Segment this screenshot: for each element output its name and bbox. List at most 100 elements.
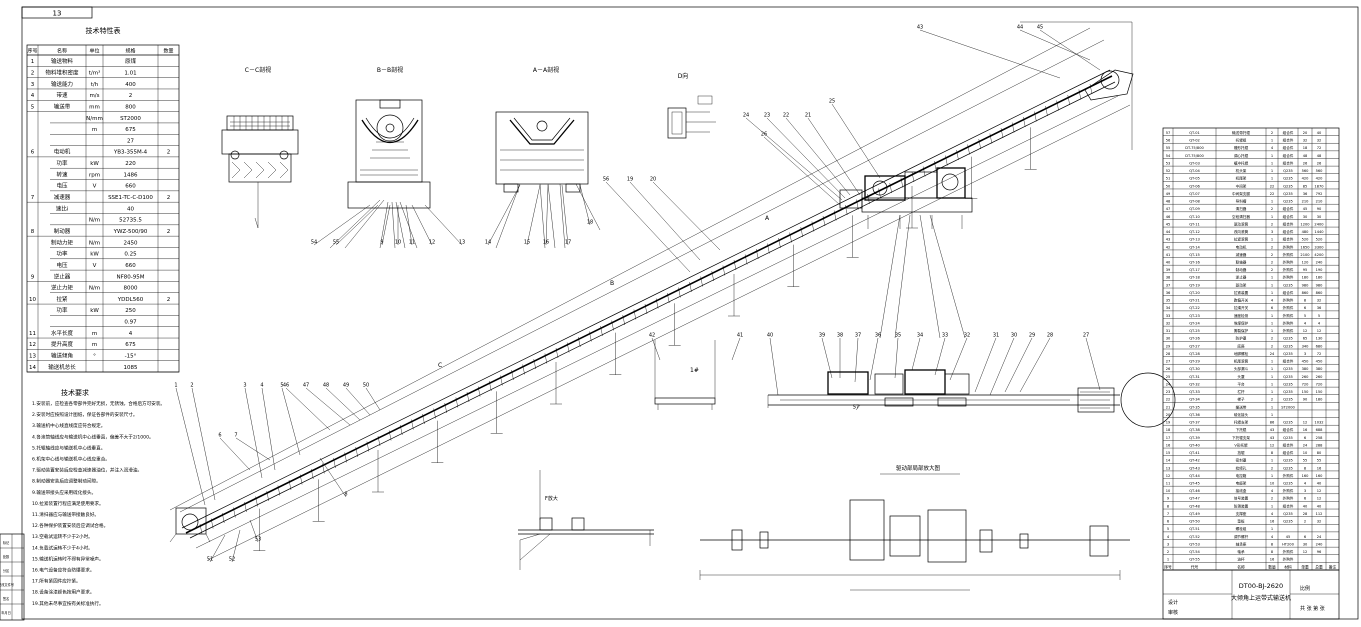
params-row-spec: 8000 xyxy=(124,286,138,292)
parts-cell: QT-50 xyxy=(1189,520,1200,524)
balloon-number: 26 xyxy=(761,132,767,138)
parts-cell: 组合件 xyxy=(1283,237,1294,242)
parts-cell: 260 xyxy=(1316,375,1324,379)
parts-cell: 中间架 xyxy=(1236,183,1247,188)
leader-line xyxy=(319,457,347,498)
parts-cell: 34 xyxy=(1166,306,1171,310)
parts-cell: 4 xyxy=(1318,321,1321,325)
parts-cell: 5 xyxy=(1318,314,1320,318)
parts-cell: 20 xyxy=(1303,131,1308,135)
balloon-number: 53 xyxy=(255,537,261,543)
idler-mark xyxy=(444,402,447,414)
leader-line xyxy=(405,204,413,246)
parts-cell: 撕裂保护 xyxy=(1234,328,1249,333)
parts-cell: 速度检测 xyxy=(1234,313,1249,318)
balloon-number: 42 xyxy=(649,333,655,339)
parts-cell: 90 xyxy=(1303,398,1308,402)
parts-cell: 2 xyxy=(1271,245,1273,249)
leader-line xyxy=(249,519,259,543)
parts-cell: 硫化接头 xyxy=(1234,412,1249,417)
balloon-number: 36 xyxy=(875,333,881,339)
parts-cell: QT-37 xyxy=(1189,421,1200,425)
parts-cell: 1 xyxy=(1271,329,1273,333)
params-row-spec: 660 xyxy=(125,263,136,269)
parts-cell: 1 xyxy=(1271,459,1273,463)
idler-mark xyxy=(633,309,637,320)
params-row-unit: t/m³ xyxy=(89,69,101,76)
idler-mark xyxy=(489,380,492,392)
balloon-number: 18 xyxy=(587,220,593,226)
balloon-number: 54 xyxy=(311,240,317,246)
idler-mark xyxy=(833,210,837,221)
parts-cell: 1870 xyxy=(1314,184,1324,188)
parts-cell: 2 xyxy=(1271,497,1273,501)
leader-line xyxy=(745,117,843,201)
parts-cell: 外购件 xyxy=(1283,267,1294,272)
parts-cell: 2 xyxy=(1271,222,1273,226)
parts-cell: 螺栓组 xyxy=(1236,526,1247,531)
parts-cell: 33 xyxy=(1166,314,1171,318)
leader-line xyxy=(579,184,591,226)
idler-mark xyxy=(811,221,815,232)
parts-cell: QT-31 xyxy=(1189,375,1200,379)
params-row-no: 13 xyxy=(29,354,36,360)
idler-mark xyxy=(222,512,225,524)
parts-cell: QT-12 xyxy=(1189,230,1200,234)
parts-cell: 1 xyxy=(1271,161,1273,165)
idler-mark xyxy=(566,342,570,353)
parts-cell: 30 xyxy=(1303,215,1308,219)
leader-line xyxy=(305,387,351,426)
parts-cell: 32 xyxy=(1317,520,1322,524)
params-row-no: 4 xyxy=(31,93,35,99)
parts-cell: QT-49 xyxy=(1189,512,1200,516)
parts-cell: 1650 xyxy=(1300,245,1310,249)
parts-cell: 10 xyxy=(1303,451,1308,455)
parts-cell: 2 xyxy=(1271,131,1273,135)
params-row-name: 减速器 xyxy=(54,193,71,201)
params-row-spec: YB3-355M-4 xyxy=(113,150,148,156)
idler-mark xyxy=(1034,111,1037,122)
params-row-no: 12 xyxy=(29,342,36,348)
parts-cell: 机尾架 xyxy=(1236,176,1247,181)
parts-cell: QT-24 xyxy=(1189,321,1200,325)
parts-cell: 26 xyxy=(1303,161,1308,165)
params-row-spec: SSE1-TC-C-D100 xyxy=(108,195,153,201)
balloon-number: 11 xyxy=(409,240,415,246)
parts-cell: QT-21 xyxy=(1189,299,1200,303)
parts-cell: 30 xyxy=(1166,337,1171,341)
parts-cell: 12 xyxy=(1303,421,1308,425)
parts-cell: 980 xyxy=(1316,283,1324,287)
parts-cell: QT-05 xyxy=(1189,177,1200,181)
parts-cell: 20 xyxy=(1166,413,1171,417)
cut-a-label: A xyxy=(765,215,770,222)
leader-line xyxy=(313,204,371,246)
params-row-unit: m/s xyxy=(89,93,99,99)
balloon-number: 14 xyxy=(485,240,491,246)
parts-cell: 190 xyxy=(1316,268,1324,272)
balloon-number: 45 xyxy=(1037,25,1043,31)
leader-line xyxy=(487,184,521,246)
params-row-no: 11 xyxy=(29,331,36,337)
params-row-no: 6 xyxy=(31,150,35,156)
params-row-name: 输送物料 xyxy=(51,57,74,65)
leader-line xyxy=(766,117,846,199)
section-c-label: C－C剖视 xyxy=(245,66,271,74)
balloon-number: 56 xyxy=(603,177,609,183)
parts-cell: QT-07 xyxy=(1189,192,1200,196)
params-row-no: 14 xyxy=(29,365,36,371)
parts-cell: QT-02 xyxy=(1189,139,1200,143)
parts-cell: 2100 xyxy=(1300,253,1310,257)
parts-header-cell: 总重 xyxy=(1315,564,1323,569)
parts-cell: 6 xyxy=(1304,436,1307,440)
parts-cell: 拉绳开关 xyxy=(1234,305,1249,310)
idler-mark xyxy=(900,177,904,188)
parts-cell: 11 xyxy=(1166,481,1171,485)
leader-line xyxy=(175,387,206,506)
leader-line xyxy=(763,136,841,206)
idler-mark xyxy=(1078,89,1082,100)
parts-cell: 1200 xyxy=(1300,222,1310,226)
balloon-number: 30 xyxy=(1011,333,1017,339)
parts-cell: 46 xyxy=(1166,215,1171,219)
